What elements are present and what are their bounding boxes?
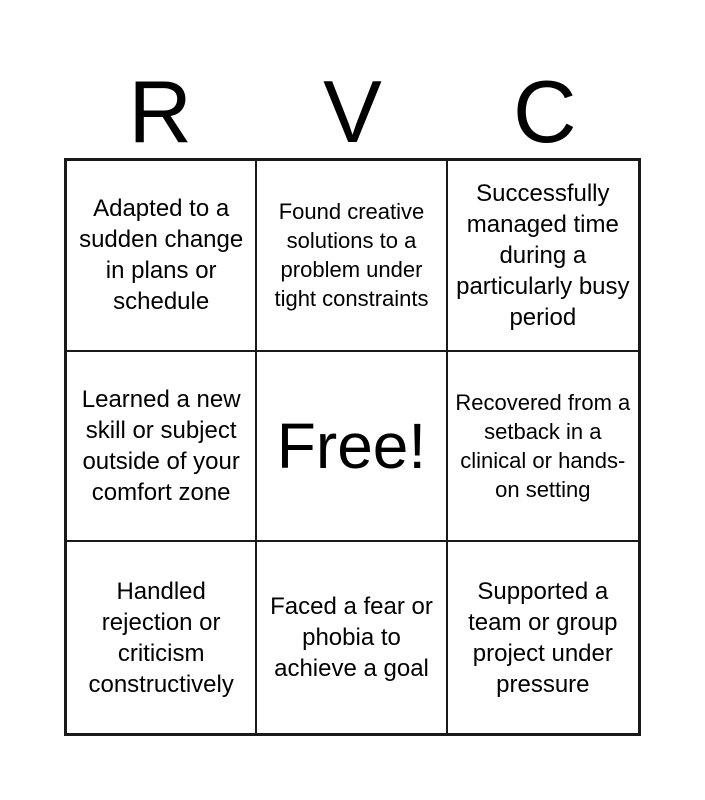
bingo-cell-text: Supported a team or group project under …: [468, 577, 618, 698]
bingo-cell-text: Adapted to a sudden change in plans or s…: [79, 195, 244, 316]
bingo-cell-text: Found creative solutions to a problem un…: [274, 199, 429, 312]
header-letter-3: C: [513, 62, 577, 161]
bingo-grid: Adapted to a sudden change in plans or s…: [64, 158, 641, 736]
bingo-cell-text: Learned a new skill or subject outside o…: [81, 385, 241, 506]
bingo-cell-r3c3[interactable]: Supported a team or group project under …: [447, 542, 638, 733]
bingo-cell-free[interactable]: Free!: [257, 351, 448, 543]
bingo-cell-r2c1[interactable]: Learned a new skill or subject outside o…: [67, 351, 258, 543]
header-letter-2: V: [323, 62, 382, 161]
bingo-cell-r1c1[interactable]: Adapted to a sudden change in plans or s…: [67, 161, 258, 352]
bingo-cell-r3c1[interactable]: Handled rejection or criticism construct…: [67, 542, 258, 733]
bingo-cell-text: Faced a fear or phobia to achieve a goal: [270, 593, 433, 683]
bingo-cell-r3c2[interactable]: Faced a fear or phobia to achieve a goal: [257, 542, 448, 733]
bingo-cell-text: Recovered from a setback in a clinical o…: [455, 389, 631, 502]
header-letter-1: R: [128, 62, 192, 161]
bingo-cell-r1c2[interactable]: Found creative solutions to a problem un…: [257, 161, 448, 352]
bingo-header-letters: R V C: [64, 62, 641, 156]
bingo-cell-r1c3[interactable]: Successfully managed time during a parti…: [447, 161, 638, 352]
bingo-cell-r2c3[interactable]: Recovered from a setback in a clinical o…: [447, 351, 638, 543]
bingo-cell-text: Handled rejection or criticism construct…: [88, 577, 234, 698]
bingo-free-label: Free!: [276, 409, 427, 482]
bingo-cell-text: Successfully managed time during a parti…: [456, 179, 630, 331]
